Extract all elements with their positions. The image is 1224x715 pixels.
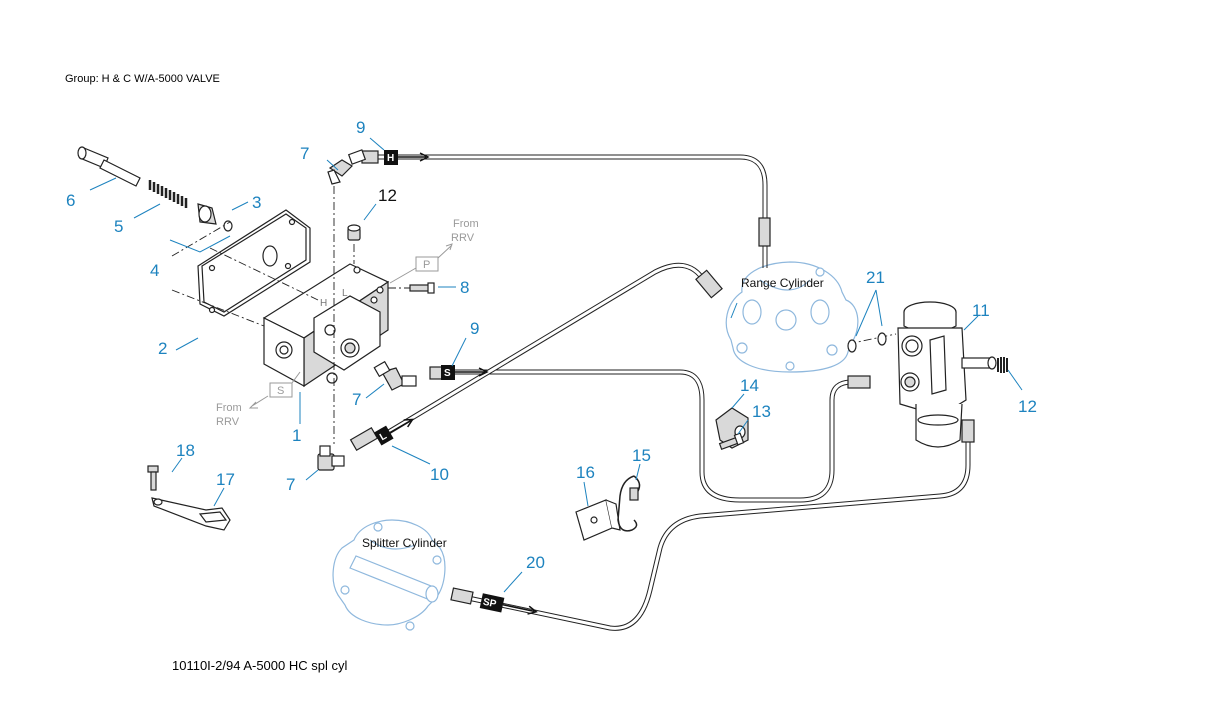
splitter-cylinder-label: Splitter Cylinder	[362, 536, 447, 550]
svg-text:S: S	[277, 385, 284, 397]
part-17-bracket-arm	[151, 497, 231, 531]
callout-6: 6	[66, 191, 75, 210]
from-rrv-note-top-1: From	[453, 218, 479, 230]
callout-7-mid: 7	[352, 390, 361, 409]
callout-9-top: 9	[356, 118, 365, 137]
hose-tag-l: L	[373, 418, 415, 446]
callout-15: 15	[632, 446, 651, 465]
callout-10: 10	[430, 465, 449, 484]
hose-tag-sp: SP	[479, 593, 538, 615]
splitter-cylinder	[332, 519, 446, 631]
part-21-o-ring-a	[847, 339, 857, 353]
hose-s	[449, 369, 871, 503]
svg-text:P: P	[423, 259, 430, 271]
hose-h	[375, 154, 771, 268]
svg-text:H: H	[387, 153, 394, 164]
hose-l	[379, 262, 723, 439]
port-p-box: P	[389, 243, 453, 284]
part-6-plunger	[77, 146, 141, 187]
part-13-bolt	[718, 432, 745, 451]
part-5-spring	[148, 180, 188, 208]
part-11-valve	[897, 301, 997, 448]
port-s-box: S	[248, 371, 301, 409]
callout-11: 11	[972, 301, 990, 320]
port-l-label: L	[342, 288, 348, 299]
part-12-plug-top	[347, 224, 361, 241]
callout-13: 13	[752, 402, 771, 421]
callout-21: 21	[866, 268, 885, 287]
callout-3: 3	[252, 193, 261, 212]
from-rrv-note-bottom-2: RRV	[216, 416, 240, 428]
part-7-elbow-low	[317, 445, 345, 471]
callout-12-top: 12	[378, 186, 397, 205]
leader-lines	[89, 137, 1023, 593]
svg-text:L: L	[378, 431, 389, 444]
part-18-bolt	[147, 465, 159, 491]
part-1-valve-body	[262, 263, 390, 388]
part-3-o-ring	[223, 220, 233, 232]
part-15-spring-clip	[617, 475, 641, 532]
part-2-gasket	[197, 209, 311, 317]
part-16-clip	[575, 499, 621, 541]
part-7-elbow-mid	[373, 360, 417, 391]
svg-text:SP: SP	[482, 597, 498, 611]
callout-8: 8	[460, 278, 469, 297]
callout-4: 4	[150, 261, 159, 280]
assembly-centerlines	[171, 186, 897, 444]
callout-18: 18	[176, 441, 195, 460]
from-rrv-note-top-2: RRV	[451, 232, 475, 244]
figure-caption: 10110I-2/94 A-5000 HC spl cyl	[172, 658, 348, 673]
range-cylinder-label: Range Cylinder	[741, 276, 824, 290]
part-4-piston	[197, 203, 217, 225]
callout-1: 1	[292, 426, 301, 445]
port-h-label: H	[320, 298, 327, 309]
callout-17: 17	[216, 470, 235, 489]
part-8-screw	[409, 282, 435, 294]
callout-20: 20	[526, 553, 545, 572]
hose-sp	[465, 419, 975, 631]
callout-5: 5	[114, 217, 123, 236]
part-12-plug-right	[997, 357, 1008, 373]
range-cylinder	[725, 261, 859, 373]
callout-14: 14	[740, 376, 759, 395]
hose-tag-s: S	[441, 365, 489, 380]
part-7-elbow-top	[327, 149, 367, 185]
callout-9-mid: 9	[470, 319, 479, 338]
svg-text:S: S	[444, 368, 451, 379]
hose-fittings	[349, 150, 474, 605]
callout-7-low: 7	[286, 475, 295, 494]
part-21-o-ring-b	[877, 332, 887, 346]
from-rrv-note-bottom-1: From	[216, 402, 242, 414]
callout-7-top: 7	[300, 144, 309, 163]
hose-tag-h: H	[384, 150, 430, 165]
group-title: Group: H & C W/A-5000 VALVE	[65, 73, 220, 85]
callout-16: 16	[576, 463, 595, 482]
callout-2: 2	[158, 339, 167, 358]
callout-12-right: 12	[1018, 397, 1037, 416]
